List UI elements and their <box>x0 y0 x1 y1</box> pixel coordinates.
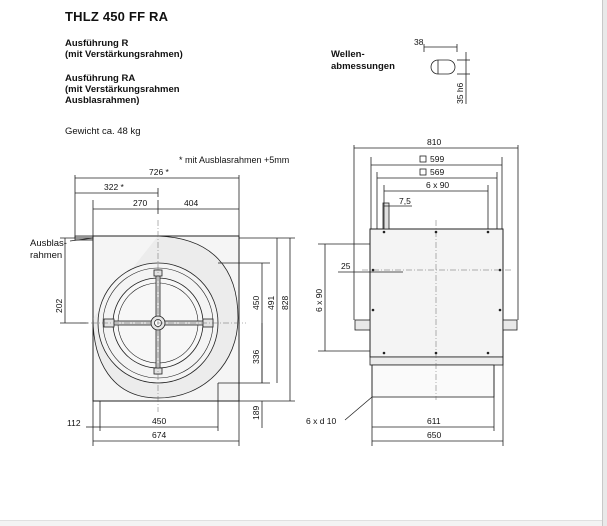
dim-6x90-side: 6 x 90 <box>314 289 324 312</box>
dim-569: 569 <box>430 167 444 177</box>
dim-611: 611 <box>427 416 441 426</box>
front-view: 726 * 322 * 270 404 202 <box>54 167 295 446</box>
viewer-right-edge <box>602 0 607 526</box>
dim-404: 404 <box>184 198 198 208</box>
dim-holes: 6 x d 10 <box>306 416 337 426</box>
variant-ra-subtitle-2: Ausblasrahmen) <box>65 95 140 106</box>
variant-ra-heading: Ausführung RA <box>65 73 136 84</box>
shaft-height-dim: 35 h6 <box>455 82 465 104</box>
dim-810: 810 <box>427 137 441 147</box>
dim-270: 270 <box>133 198 147 208</box>
outlet-frame-note: * mit Ausblasrahmen +5mm <box>179 155 290 165</box>
dim-599: 599 <box>430 154 444 164</box>
dim-336: 336 <box>251 350 261 364</box>
shaft-detail: 38 35 h6 <box>414 37 470 104</box>
outlet-frame-label-1: Ausblas- <box>30 238 67 249</box>
variant-ra-subtitle-1: (mit Verstärkungsrahmen <box>65 84 180 95</box>
weight-text: Gewicht ca. 48 kg <box>65 126 141 137</box>
dim-650: 650 <box>427 430 441 440</box>
shaft-width-dim: 38 <box>414 37 424 47</box>
side-view: 810 599 569 6 x 90 7,5 25 <box>306 137 519 446</box>
dim-491: 491 <box>266 296 276 310</box>
dim-112: 112 <box>67 418 81 428</box>
dim-6x90-top: 6 x 90 <box>426 180 449 190</box>
variant-r-heading: Ausführung R <box>65 38 129 49</box>
drawing-title: THLZ 450 FF RA <box>65 9 169 24</box>
dim-7-5: 7,5 <box>399 196 411 206</box>
dim-450-vertical: 450 <box>251 296 261 310</box>
dim-189: 189 <box>251 406 261 420</box>
dim-674: 674 <box>152 430 166 440</box>
outlet-frame-label-2: rahmen <box>30 250 63 261</box>
variant-r-subtitle: (mit Verstärkungsrahmen) <box>65 49 183 60</box>
shaft-label-line-2: abmessungen <box>331 61 395 72</box>
dim-202: 202 <box>54 299 64 313</box>
dim-322: 322 * <box>104 182 125 192</box>
shaft-label-line-1: Wellen- <box>331 49 365 60</box>
dim-25: 25 <box>341 261 351 271</box>
dim-726: 726 * <box>149 167 170 177</box>
viewer-bottom-edge <box>0 520 602 526</box>
dim-450-horizontal: 450 <box>152 416 166 426</box>
dim-828: 828 <box>280 296 290 310</box>
